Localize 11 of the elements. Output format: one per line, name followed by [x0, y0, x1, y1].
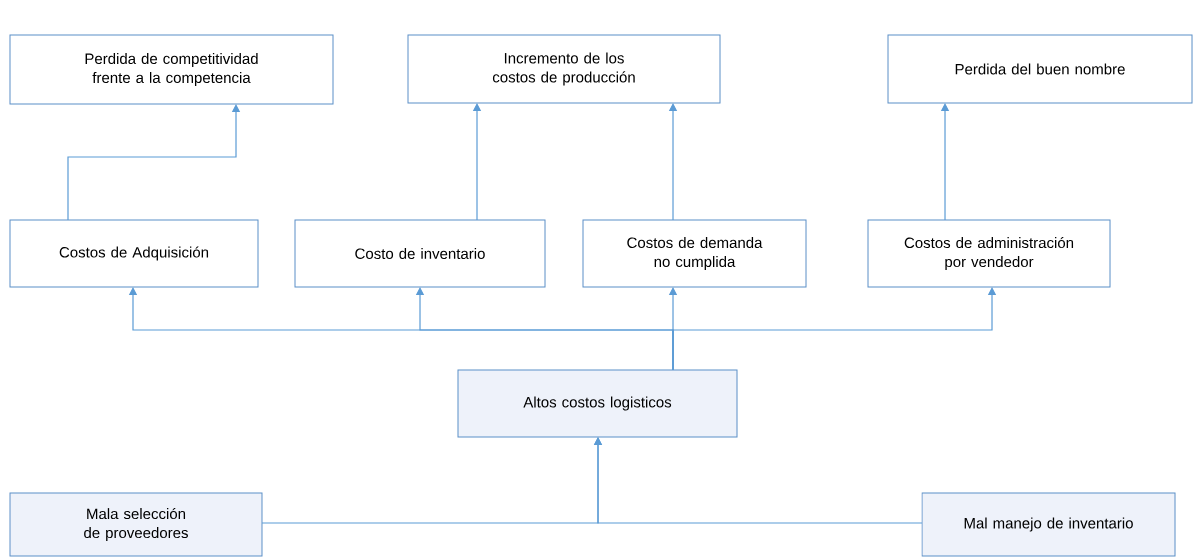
arrow [593, 437, 923, 524]
box: Perdida del buen nombre [887, 34, 1193, 104]
box: Mal manejo de inventario [921, 492, 1176, 557]
box: Altos costos logisticos [457, 369, 738, 438]
box: Costos de Adquisición [9, 219, 259, 288]
box: Costos de administración por vendedor [867, 219, 1111, 288]
box: Costos de demanda no cumplida [582, 219, 807, 288]
box: Perdida de competitividad frente a la competencia [9, 34, 334, 105]
box: Costo de inventario [294, 219, 546, 288]
box: Mala selección de proveedores [9, 492, 263, 557]
box: Incremento de los costos de producción [407, 34, 721, 104]
